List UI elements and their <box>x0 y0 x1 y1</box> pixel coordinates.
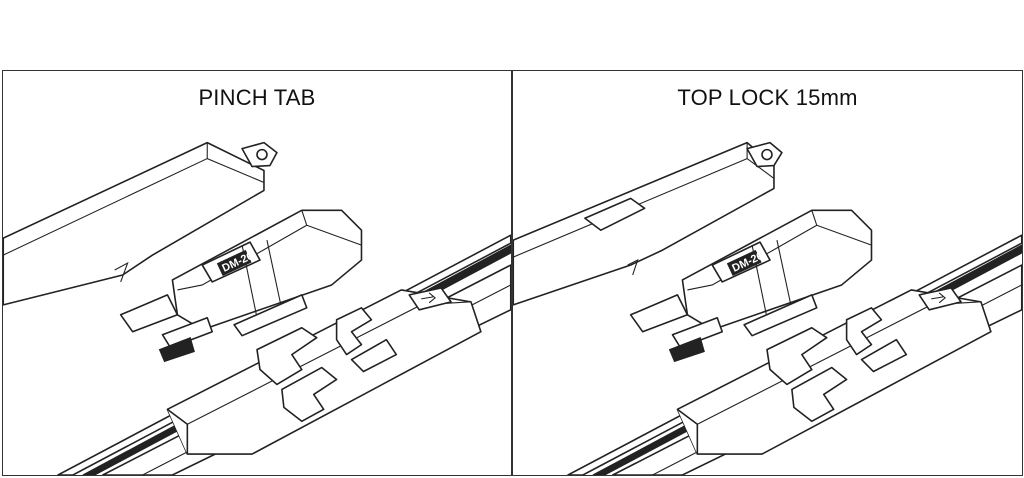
model-stamp-badge <box>216 249 252 276</box>
panel-title: TOP LOCK 15mm <box>677 85 858 110</box>
panel-pinch-tab: PINCH TAB <box>2 70 512 476</box>
wiper-arm <box>3 141 278 306</box>
wiper-adapter-illustration: DM-26 <box>3 141 511 475</box>
adapter-clip <box>119 209 363 363</box>
blade-saddle <box>676 287 992 455</box>
panel-top-lock: TOP LOCK 15mm <box>512 70 1023 476</box>
model-stamp-badge <box>726 249 762 276</box>
panel-title: PINCH TAB <box>198 85 316 110</box>
wiper-adapter-illustration: DM-26 <box>513 141 1022 475</box>
blade-saddle <box>166 287 482 455</box>
wiper-arm <box>513 141 783 306</box>
